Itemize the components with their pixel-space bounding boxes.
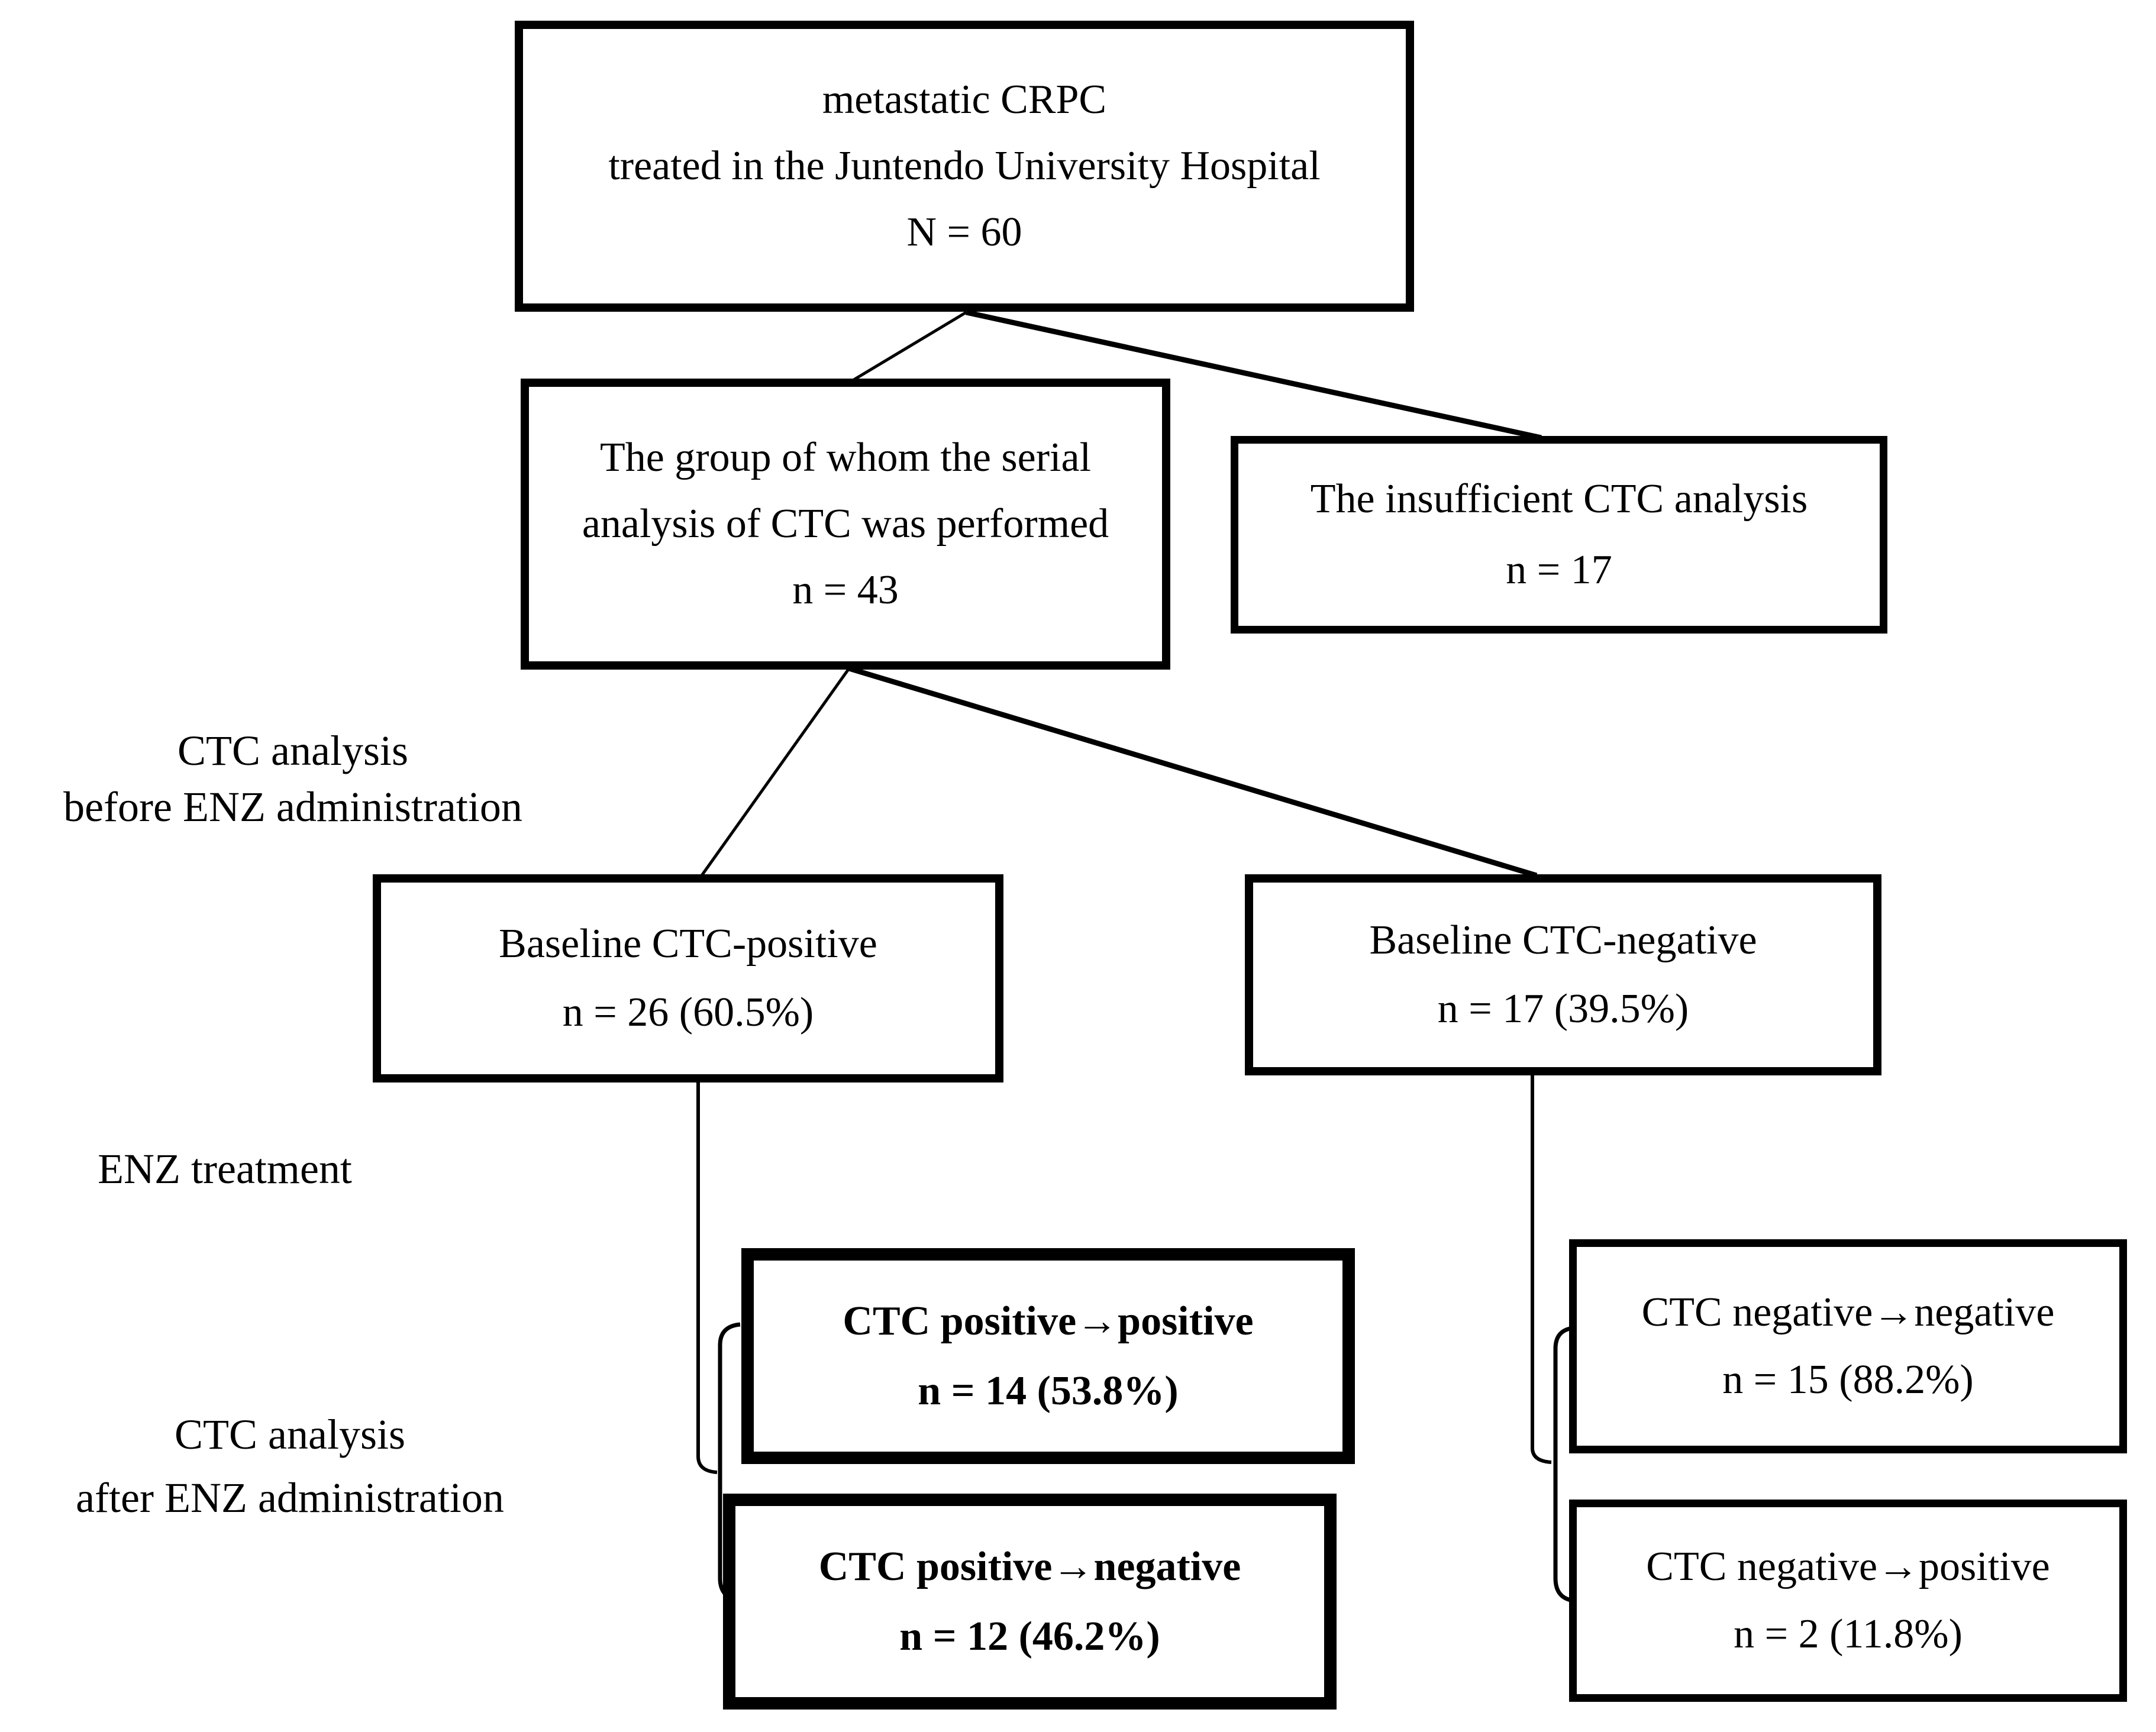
bracket-negative-outcomes: [1553, 1326, 1574, 1603]
node-pos-neg-line2: n = 12 (46.2%): [899, 1613, 1160, 1659]
connector-total-to-serial: [853, 311, 967, 382]
stage-label-after-line1: CTC analysis: [175, 1411, 405, 1458]
node-neg-neg-line1: CTC negative→negative: [1641, 1290, 2055, 1335]
node-pos-pos-line1: CTC positive→positive: [843, 1298, 1254, 1344]
node-neg-pos-line1: CTC negative→positive: [1646, 1544, 2050, 1589]
node-baseline-pos-line1: Baseline CTC-positive: [499, 921, 877, 967]
node-baseline-ctc-negative: Baseline CTC-negative n = 17 (39.5%): [1245, 874, 1881, 1075]
connector-baseline-negative-stem: [1531, 1075, 1552, 1464]
node-serial-line2: analysis of CTC was performed: [582, 501, 1109, 547]
node-insufficient-line1: The insufficient CTC analysis: [1310, 476, 1808, 522]
node-neg-neg-line2: n = 15 (88.2%): [1722, 1357, 1974, 1403]
node-insufficient-ctc: The insufficient CTC analysis n = 17: [1231, 436, 1887, 634]
node-total-patients: metastatic CRPC treated in the Juntendo …: [515, 21, 1414, 312]
node-total-line2: treated in the Juntendo University Hospi…: [608, 143, 1321, 189]
node-ctc-negative-to-positive: CTC negative→positive n = 2 (11.8%): [1569, 1500, 2127, 1702]
node-serial-line3: n = 43: [792, 567, 899, 613]
node-pos-neg-line1: CTC positive→negative: [818, 1543, 1241, 1589]
node-baseline-pos-line2: n = 26 (60.5%): [562, 990, 814, 1035]
node-total-line3: N = 60: [906, 209, 1022, 255]
node-baseline-ctc-positive: Baseline CTC-positive n = 26 (60.5%): [373, 874, 1003, 1082]
stage-label-before-enz: CTC analysis before ENZ administration: [24, 723, 562, 835]
node-ctc-negative-to-negative: CTC negative→negative n = 15 (88.2%): [1569, 1239, 2127, 1453]
node-insufficient-line2: n = 17: [1506, 547, 1612, 593]
stage-label-treatment-line1: ENZ treatment: [98, 1145, 352, 1193]
connector-serial-to-baseline-positive: [700, 667, 851, 877]
node-serial-line1: The group of whom the serial: [599, 435, 1092, 480]
node-serial-ctc-group: The group of whom the serial analysis of…: [521, 379, 1170, 670]
node-ctc-positive-to-positive: CTC positive→positive n = 14 (53.8%): [741, 1248, 1355, 1464]
stage-label-before-line2: before ENZ administration: [63, 783, 522, 831]
connector-total-to-insufficient: [966, 309, 1542, 441]
stage-label-enz-treatment: ENZ treatment: [89, 1147, 361, 1191]
stage-label-after-line2: after ENZ administration: [76, 1474, 504, 1521]
node-total-line1: metastatic CRPC: [822, 77, 1107, 122]
connector-serial-to-baseline-negative: [848, 665, 1538, 878]
stage-label-after-enz: CTC analysis after ENZ administration: [12, 1403, 568, 1530]
node-ctc-positive-to-negative: CTC positive→negative n = 12 (46.2%): [723, 1494, 1337, 1710]
stage-label-before-line1: CTC analysis: [177, 727, 408, 774]
node-baseline-neg-line2: n = 17 (39.5%): [1437, 986, 1689, 1032]
node-neg-pos-line2: n = 2 (11.8%): [1734, 1611, 1963, 1657]
node-pos-pos-line2: n = 14 (53.8%): [918, 1368, 1179, 1414]
connector-baseline-positive-stem: [696, 1082, 718, 1474]
node-baseline-neg-line1: Baseline CTC-negative: [1369, 917, 1757, 963]
